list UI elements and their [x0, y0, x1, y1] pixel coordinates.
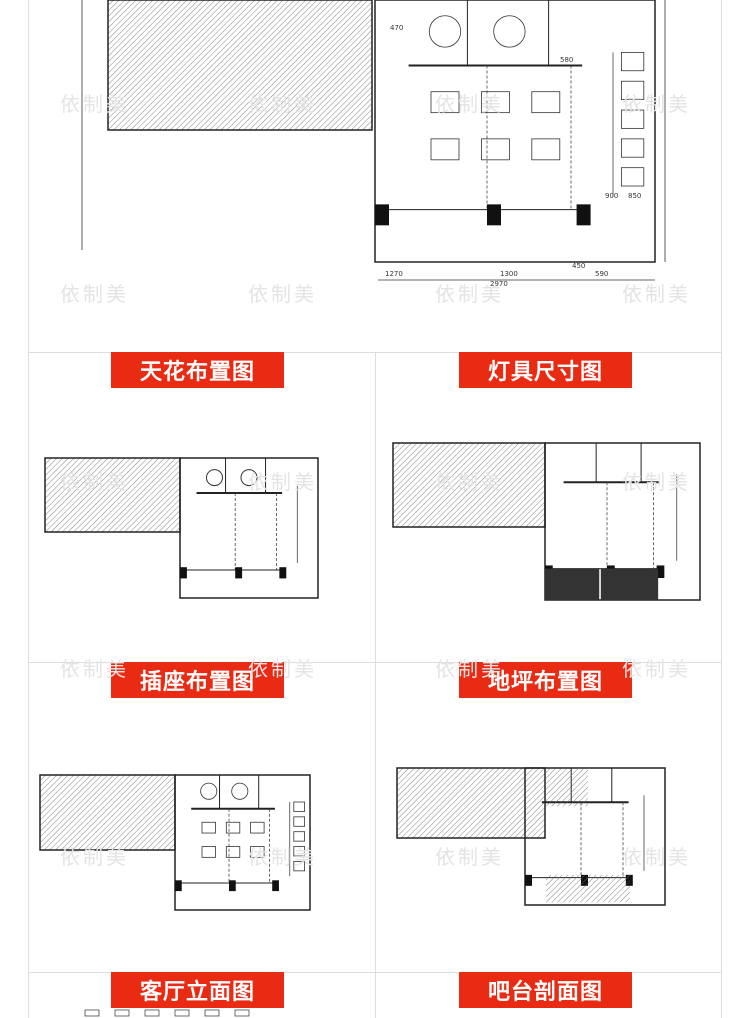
table: [531, 138, 561, 161]
table: [480, 91, 510, 114]
round-table: [200, 782, 218, 800]
dimension-text: 450: [572, 262, 585, 270]
room-outline: [179, 457, 319, 599]
room-outline: [524, 767, 666, 906]
table: [201, 821, 216, 834]
hatched-area: [396, 767, 546, 839]
dimension-text: 850: [628, 192, 641, 200]
table: [250, 821, 265, 834]
table: [430, 91, 460, 114]
hatched-area: [107, 0, 373, 131]
column-block: [229, 880, 236, 892]
column-block: [487, 204, 501, 226]
column-divider: [375, 352, 376, 1018]
dark-zone: [545, 568, 600, 600]
hatched-area: [39, 774, 176, 851]
dimension-text: 1270: [385, 270, 403, 278]
booth-seat: [621, 167, 645, 187]
dimension-text: 590: [595, 270, 608, 278]
column-block: [576, 204, 591, 226]
table: [480, 138, 510, 161]
column-block: [235, 567, 243, 579]
booth-seat: [621, 52, 645, 72]
hatched-area: [44, 457, 181, 533]
column-block: [656, 565, 665, 579]
column-block: [272, 880, 279, 892]
table: [225, 846, 241, 858]
dimension-text: 900: [605, 192, 618, 200]
table: [531, 91, 561, 114]
room-outline: [174, 774, 311, 911]
dimension-text: 580: [560, 56, 573, 64]
room-outline: [374, 0, 656, 263]
booth-seat: [621, 109, 645, 129]
table: [430, 138, 460, 161]
table: [201, 846, 216, 858]
dark-zone: [600, 568, 659, 600]
floor-hatch: [546, 874, 630, 903]
booth-seat: [293, 816, 305, 827]
ceiling-light: [240, 469, 258, 487]
section-label-living-elevation: 客厅立面图: [111, 972, 284, 1008]
column-block: [375, 204, 389, 226]
elevation-tag: [84, 1009, 100, 1017]
document-frame: [28, 0, 722, 1018]
hatched-area: [392, 442, 546, 528]
section-label-socket-plan: 插座布置图: [111, 662, 284, 698]
dimension-text: 2970: [490, 280, 508, 288]
round-table: [493, 15, 526, 48]
section-label-ceiling-plan: 天花布置图: [111, 352, 284, 388]
elevation-tag: [174, 1009, 190, 1017]
column-block: [279, 567, 287, 579]
booth-seat: [621, 80, 645, 100]
booth-seat: [293, 861, 305, 872]
round-table: [428, 15, 462, 48]
booth-seat: [293, 846, 305, 857]
table: [225, 821, 241, 834]
booth-seat: [293, 801, 305, 812]
section-label-floor-plan: 地坪布置图: [459, 662, 632, 698]
elevation-tag: [114, 1009, 130, 1017]
elevation-tag: [234, 1009, 250, 1017]
elevation-tag: [204, 1009, 220, 1017]
ceiling-light: [206, 469, 223, 487]
elevation-tag: [144, 1009, 160, 1017]
column-block: [180, 567, 187, 579]
round-table: [231, 782, 249, 800]
section-label-lighting-dimensions: 灯具尺寸图: [459, 352, 632, 388]
dimension-text: 1300: [500, 270, 518, 278]
booth-seat: [293, 831, 305, 842]
section-label-bar-section: 吧台剖面图: [459, 972, 632, 1008]
column-block: [525, 874, 532, 886]
floor-hatch: [546, 768, 588, 807]
table: [250, 846, 265, 858]
dimension-text: 470: [390, 24, 403, 32]
booth-seat: [621, 138, 645, 158]
column-block: [175, 880, 182, 892]
